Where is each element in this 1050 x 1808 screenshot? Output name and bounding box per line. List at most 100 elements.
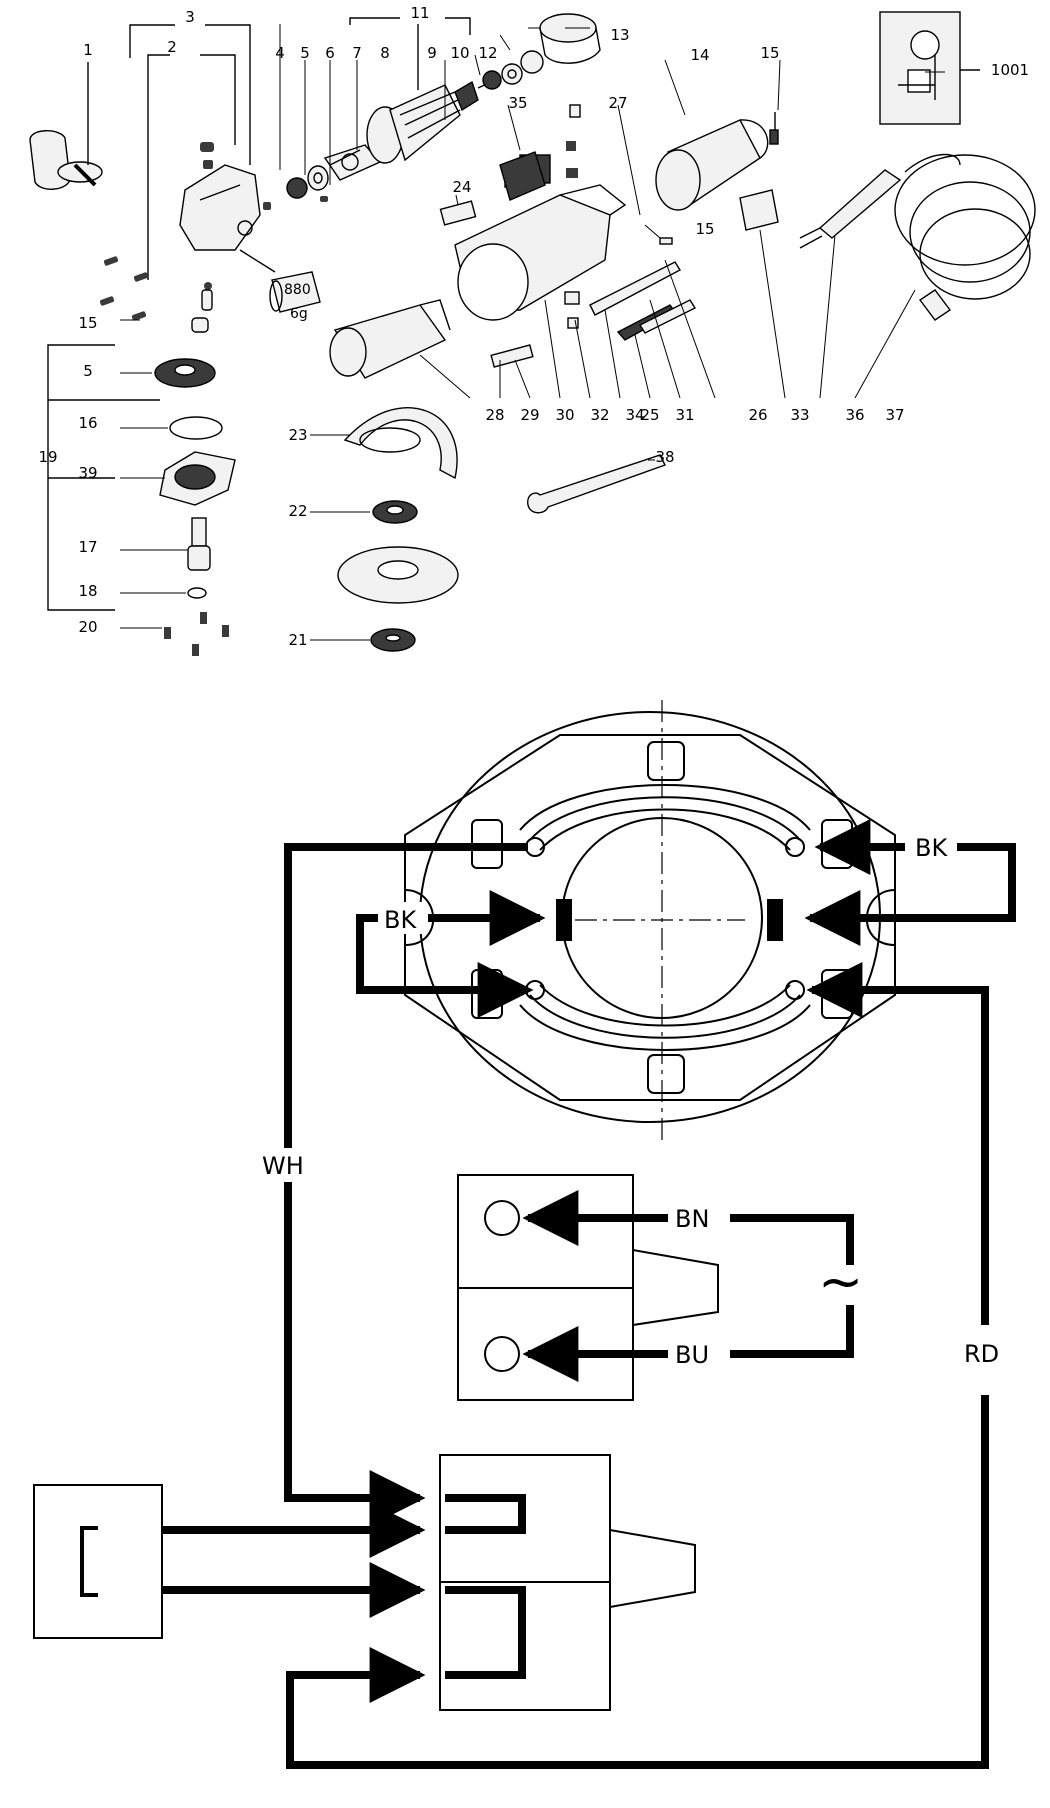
part-number-26: 26 (748, 406, 767, 424)
label-rd: RD (964, 1340, 999, 1368)
capacitor-box (33, 1484, 163, 1639)
wire-rd-lower (286, 1395, 989, 1769)
grease-tube (269, 271, 321, 313)
spindle-part-17 (187, 517, 211, 571)
part-number-14: 14 (690, 46, 709, 64)
terminal-dot-bl (525, 980, 545, 1000)
part-number-24: 24 (452, 178, 471, 196)
part-number-27: 27 (608, 94, 627, 112)
terminal-dot-tr (785, 837, 805, 857)
wire-labels: BK BK WH RD BN BU ~ 880 6g (262, 282, 1012, 1369)
part-number-5-gear: 5 (83, 362, 93, 380)
part-number-36: 36 (845, 406, 864, 424)
part-number-7: 7 (352, 44, 362, 62)
bracket-19 (47, 344, 160, 611)
flange-part-39 (159, 451, 236, 506)
label-bk-left: BK (384, 906, 417, 934)
bracket-2 (147, 54, 236, 280)
part-number-38: 38 (655, 448, 674, 466)
connector-block (439, 1454, 696, 1711)
connector-loop-bottom (445, 1586, 526, 1679)
label-bn: BN (675, 1205, 709, 1233)
part-number-23: 23 (288, 426, 307, 444)
part-number-18: 18 (78, 582, 97, 600)
ac-symbol: ~ (818, 1250, 863, 1313)
pole-tab-top (647, 741, 685, 781)
part-number-20: 20 (78, 618, 97, 636)
switch-parts (564, 261, 697, 341)
center-lines (575, 700, 745, 1145)
wire-bk-left-loop (356, 914, 534, 1018)
part-number-3: 3 (185, 8, 195, 26)
part-number-16: 16 (78, 414, 97, 432)
capacitor (33, 1484, 163, 1639)
screws-part-15 (659, 112, 779, 245)
brush-right (767, 899, 783, 941)
stator-part-28 (329, 299, 451, 379)
bracket-3 (129, 24, 251, 165)
part-number-13: 13 (610, 26, 629, 44)
wire-bn-mains (730, 1214, 854, 1265)
brush-holder-part-35 (499, 104, 581, 201)
part-number-31: 31 (675, 406, 694, 424)
part-number-1001: 1001 (991, 61, 1029, 79)
wire-bu-mains (730, 1305, 854, 1358)
clamp-nut-part-21 (370, 628, 416, 652)
grinding-disc (337, 546, 459, 604)
bearings (286, 144, 382, 199)
part-number-8: 8 (380, 44, 390, 62)
mains-switch (457, 1174, 719, 1401)
wiring-diagram (33, 700, 1016, 1769)
grease-code: 880 (284, 282, 311, 298)
wires (162, 819, 1016, 1769)
bearings-9-12 (482, 50, 544, 90)
part-number-39: 39 (78, 464, 97, 482)
part-number-12: 12 (478, 44, 497, 62)
switch-plug (632, 1249, 719, 1326)
part-number-11: 11 (410, 4, 429, 22)
label-bk-right: BK (915, 834, 948, 862)
ring-part-13 (539, 13, 601, 64)
label-part-33 (739, 189, 779, 231)
part-number-25: 25 (640, 406, 659, 424)
part-number-34: 34 (625, 406, 644, 424)
part-number-29: 29 (520, 406, 539, 424)
part-number-35: 35 (508, 94, 527, 112)
part-number-4: 4 (275, 44, 285, 62)
capacitor-bracket (80, 1526, 98, 1597)
switch-terminal-bottom (484, 1336, 520, 1372)
switch-terminal-top (484, 1200, 520, 1236)
part-number-19: 19 (38, 448, 57, 466)
part-number-37: 37 (885, 406, 904, 424)
stator-frame (404, 734, 896, 1101)
exploded-view (29, 11, 1036, 656)
label-part-24 (439, 200, 477, 226)
label-bu: BU (675, 1341, 709, 1369)
rear-cover-part-14 (655, 119, 769, 211)
part-number-15-screw: 15 (695, 220, 714, 238)
part-number-28: 28 (485, 406, 504, 424)
wire-bk-right-loop (804, 843, 1016, 946)
winding-top (519, 784, 811, 851)
connector-plug (609, 1529, 696, 1608)
sticker-part-29 (490, 344, 534, 368)
part-number-6: 6 (325, 44, 335, 62)
part-number-17: 17 (78, 538, 97, 556)
pin-part-2 (191, 289, 213, 333)
part-number-22: 22 (288, 502, 307, 520)
part-number-2: 2 (167, 38, 177, 56)
connector-loop-top (445, 1494, 526, 1534)
wrench-part-38 (527, 454, 666, 514)
part-number-30: 30 (555, 406, 574, 424)
part-number-32: 32 (590, 406, 609, 424)
o-ring-part-16 (169, 416, 223, 440)
part-number-10: 10 (450, 44, 469, 62)
gear-housing-part-3 (179, 164, 276, 273)
part-number-1: 1 (83, 41, 93, 59)
winding-bottom (519, 984, 811, 1051)
grease-amount: 6g (290, 306, 308, 322)
wheel-guard-part-23 (343, 407, 458, 480)
